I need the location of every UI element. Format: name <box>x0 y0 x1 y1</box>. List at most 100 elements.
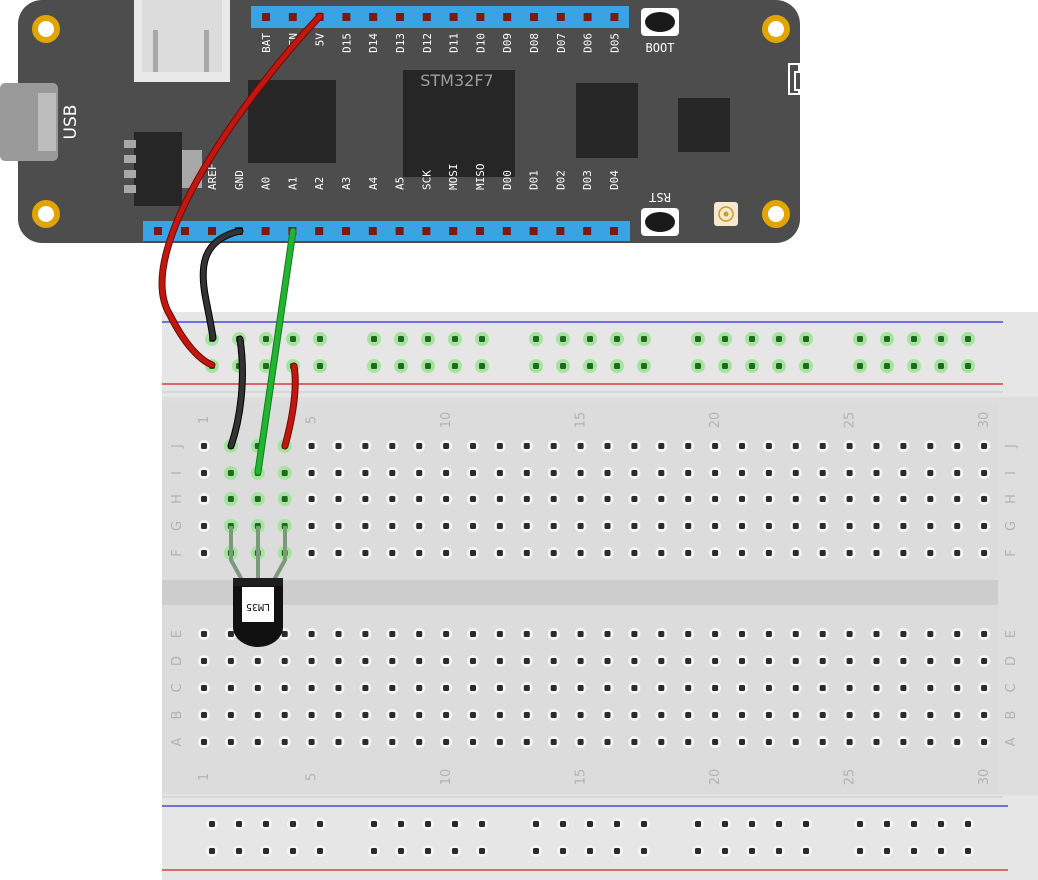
hole-d28[interactable] <box>927 658 934 664</box>
hole-h4[interactable] <box>281 496 288 502</box>
hole-f14[interactable] <box>550 550 557 556</box>
hole-h15[interactable] <box>577 496 584 502</box>
hole-a18[interactable] <box>658 739 665 745</box>
hole-a14[interactable] <box>550 739 557 745</box>
hole-g17[interactable] <box>631 523 638 529</box>
hole-a28[interactable] <box>927 739 934 745</box>
hole-h8[interactable] <box>389 496 396 502</box>
hole-f5[interactable] <box>308 550 315 556</box>
rail-top-0-2-3[interactable] <box>614 336 620 342</box>
hole-d19[interactable] <box>685 658 692 664</box>
hole-g18[interactable] <box>658 523 665 529</box>
hole-f21[interactable] <box>739 550 745 556</box>
hole-j9[interactable] <box>416 443 423 449</box>
hole-d20[interactable] <box>712 658 719 664</box>
hole-i26[interactable] <box>873 470 880 476</box>
rail-top-0-1-1[interactable] <box>398 336 404 342</box>
hole-a29[interactable] <box>954 739 961 745</box>
rail-top-0-4-1[interactable] <box>884 336 890 342</box>
rail-top-1-3-2[interactable] <box>749 363 755 369</box>
hole-h1[interactable] <box>201 496 207 502</box>
hole-d6[interactable] <box>335 658 342 664</box>
hole-a12[interactable] <box>496 739 503 745</box>
hole-f28[interactable] <box>927 550 934 556</box>
hole-a5[interactable] <box>308 739 315 745</box>
hole-j25[interactable] <box>846 443 853 449</box>
hole-d14[interactable] <box>550 658 557 664</box>
hole-g14[interactable] <box>550 523 557 529</box>
hole-h3[interactable] <box>254 496 261 502</box>
hole-c25[interactable] <box>846 685 853 691</box>
hole-a22[interactable] <box>765 739 772 745</box>
rail-bottom-1-0-3[interactable] <box>290 848 296 854</box>
hole-j21[interactable] <box>739 443 745 449</box>
rail-bottom-1-2-4[interactable] <box>641 848 647 854</box>
bottom-pin-a4[interactable] <box>368 227 377 235</box>
hole-a3[interactable] <box>254 739 261 745</box>
hole-e17[interactable] <box>631 631 638 637</box>
hole-b15[interactable] <box>577 712 584 718</box>
top-pin-d10[interactable] <box>476 13 485 21</box>
rail-bottom-0-2-0[interactable] <box>533 821 539 827</box>
hole-f23[interactable] <box>792 550 799 556</box>
bottom-pin-d01[interactable] <box>529 227 538 235</box>
hole-d26[interactable] <box>873 658 880 664</box>
hole-h6[interactable] <box>335 496 342 502</box>
rail-top-0-4-2[interactable] <box>911 336 917 342</box>
rail-bottom-1-3-1[interactable] <box>722 848 728 854</box>
hole-e9[interactable] <box>416 631 423 637</box>
rail-bottom-0-1-3[interactable] <box>452 821 458 827</box>
hole-f19[interactable] <box>685 550 692 556</box>
rail-bottom-1-3-4[interactable] <box>803 848 809 854</box>
hole-h25[interactable] <box>846 496 853 502</box>
hole-h22[interactable] <box>765 496 772 502</box>
rail-bottom-0-0-2[interactable] <box>263 821 269 827</box>
rail-bottom-1-4-0[interactable] <box>857 848 863 854</box>
boot-button[interactable] <box>641 8 679 36</box>
hole-i14[interactable] <box>550 470 557 476</box>
rail-bottom-1-4-1[interactable] <box>884 848 890 854</box>
hole-d4[interactable] <box>281 658 288 664</box>
rail-top-1-2-3[interactable] <box>614 363 620 369</box>
hole-e25[interactable] <box>846 631 853 637</box>
hole-c22[interactable] <box>765 685 772 691</box>
hole-d9[interactable] <box>416 658 423 664</box>
hole-f30[interactable] <box>981 550 988 556</box>
rail-top-0-1-2[interactable] <box>425 336 431 342</box>
hole-j11[interactable] <box>470 443 476 449</box>
hole-j28[interactable] <box>927 443 934 449</box>
rail-top-1-1-0[interactable] <box>371 363 377 369</box>
hole-d16[interactable] <box>604 658 611 664</box>
hole-f29[interactable] <box>954 550 961 556</box>
rail-bottom-0-1-0[interactable] <box>371 821 377 827</box>
hole-d30[interactable] <box>981 658 988 664</box>
hole-a15[interactable] <box>577 739 584 745</box>
hole-a7[interactable] <box>362 739 369 745</box>
rail-bottom-1-2-3[interactable] <box>614 848 620 854</box>
rail-top-1-3-4[interactable] <box>803 363 809 369</box>
rail-bottom-0-2-1[interactable] <box>560 821 566 827</box>
hole-c14[interactable] <box>550 685 557 691</box>
hole-f1[interactable] <box>201 550 207 556</box>
hole-j8[interactable] <box>389 443 396 449</box>
hole-f9[interactable] <box>416 550 423 556</box>
bottom-pin-miso[interactable] <box>476 227 484 235</box>
hole-b10[interactable] <box>443 712 450 718</box>
bottom-pin-a5[interactable] <box>395 227 404 235</box>
top-pin-d14[interactable] <box>369 13 378 21</box>
rail-bottom-1-3-2[interactable] <box>749 848 755 854</box>
hole-b7[interactable] <box>362 712 369 718</box>
top-pin-d15[interactable] <box>342 13 351 21</box>
hole-h10[interactable] <box>443 496 450 502</box>
rail-top-1-3-0[interactable] <box>695 363 701 369</box>
hole-c4[interactable] <box>281 685 288 691</box>
hole-h14[interactable] <box>550 496 557 502</box>
hole-b25[interactable] <box>846 712 853 718</box>
hole-b14[interactable] <box>550 712 557 718</box>
rail-top-0-2-0[interactable] <box>533 336 539 342</box>
hole-g12[interactable] <box>496 523 503 529</box>
hole-g28[interactable] <box>927 523 934 529</box>
rail-bottom-0-0-4[interactable] <box>317 821 323 827</box>
hole-a10[interactable] <box>443 739 450 745</box>
rail-bottom-1-0-4[interactable] <box>317 848 323 854</box>
